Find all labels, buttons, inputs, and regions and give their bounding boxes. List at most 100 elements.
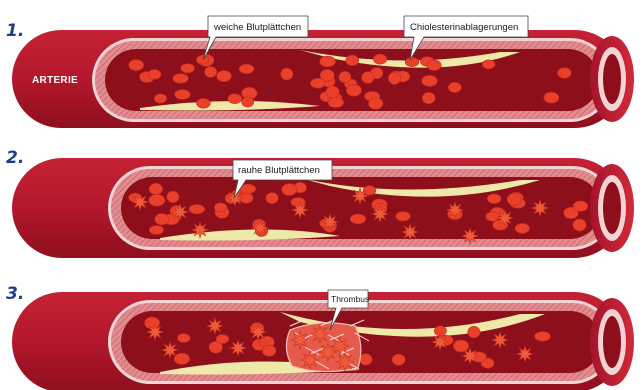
red-blood-cell (262, 345, 276, 356)
rough-platelet (497, 210, 513, 226)
rough-platelet (352, 188, 368, 204)
red-blood-cell (281, 68, 293, 80)
red-blood-cell (242, 97, 254, 107)
rough-platelet (492, 332, 508, 348)
panel-1-number: 1. (6, 21, 24, 41)
rough-platelet (172, 204, 188, 220)
red-blood-cell (145, 317, 160, 329)
red-blood-cell (362, 72, 374, 84)
red-blood-cell (167, 191, 179, 202)
rough-platelet (207, 318, 223, 334)
red-blood-cell (388, 72, 400, 84)
red-blood-cell (535, 332, 551, 342)
red-blood-cell (422, 75, 438, 86)
artery-3 (12, 292, 634, 390)
red-blood-cell (360, 354, 372, 365)
rough-platelet (517, 346, 533, 362)
rough-platelet (402, 224, 418, 240)
callout-text: Chiolesterinablagerungen (410, 22, 518, 33)
red-blood-cell (468, 326, 480, 337)
rough-platelet (336, 353, 354, 371)
red-blood-cell (544, 92, 559, 103)
red-blood-cell (326, 86, 339, 98)
red-blood-cell (209, 341, 222, 353)
red-blood-cell (486, 212, 499, 221)
red-blood-cell (149, 183, 162, 194)
rough-platelet (462, 228, 478, 244)
red-blood-cell (448, 82, 461, 92)
red-blood-cell (149, 225, 163, 234)
rough-platelet (319, 343, 337, 361)
red-blood-cell (205, 67, 217, 78)
red-blood-cell (149, 194, 165, 206)
red-blood-cell (129, 60, 144, 71)
artery-lumen (121, 311, 601, 373)
red-blood-cell (515, 223, 529, 233)
rough-platelet (532, 200, 548, 216)
rough-platelet (462, 348, 478, 364)
rough-platelet (230, 340, 246, 356)
red-blood-cell (320, 70, 334, 82)
callout-text: Thrombus (331, 294, 369, 304)
red-blood-cell (373, 54, 386, 64)
rough-platelet (372, 206, 388, 222)
red-blood-cell (368, 98, 383, 109)
red-blood-cell (346, 84, 361, 96)
panel-3-number: 3. (6, 284, 24, 304)
red-blood-cell (197, 98, 211, 108)
red-blood-cell (196, 55, 208, 64)
red-blood-cell (181, 64, 195, 73)
artery-end-lumen (603, 182, 621, 234)
red-blood-cell (573, 201, 588, 211)
artery-end-lumen (603, 54, 621, 104)
red-blood-cell (320, 56, 336, 67)
callout-text: rauhe Blutplättchen (238, 165, 320, 176)
red-blood-cell (174, 353, 190, 364)
red-blood-cell (173, 74, 189, 84)
rough-platelet (132, 194, 148, 210)
rough-platelet (162, 342, 178, 358)
rough-platelet (252, 220, 268, 236)
panel-3: 3. Thrombus (6, 284, 634, 390)
red-blood-cell (346, 55, 359, 65)
red-blood-cell (154, 94, 166, 103)
red-blood-cell (217, 70, 232, 81)
red-blood-cell (350, 214, 366, 224)
red-blood-cell (482, 60, 495, 69)
artery-1 (12, 30, 634, 128)
rough-platelet (432, 334, 448, 350)
rough-platelet (301, 351, 319, 369)
red-blood-cell (266, 193, 278, 204)
red-blood-cell (339, 71, 351, 82)
red-blood-cell (558, 68, 572, 78)
red-blood-cell (427, 60, 441, 70)
rough-platelet (322, 214, 338, 230)
red-blood-cell (573, 219, 586, 231)
panel-2: 2. rauhe Blutplättchen (6, 148, 634, 258)
rough-platelet (311, 325, 329, 343)
rough-platelet (447, 202, 463, 218)
panel-1: 1. ARTERIE weiche Blutplättchen Chiolest… (6, 16, 634, 128)
red-blood-cell (328, 97, 344, 107)
rough-platelet (292, 202, 308, 218)
red-blood-cell (392, 354, 405, 365)
red-blood-cell (148, 69, 161, 79)
red-blood-cell (396, 212, 411, 221)
red-blood-cell (214, 203, 226, 212)
artery-end-lumen (603, 316, 621, 368)
red-blood-cell (239, 64, 254, 73)
rough-platelet (147, 324, 163, 340)
red-blood-cell (487, 194, 501, 204)
red-blood-cell (228, 94, 242, 104)
rough-platelet (192, 222, 208, 238)
red-blood-cell (177, 334, 190, 343)
red-blood-cell (507, 193, 521, 205)
rough-platelet (250, 324, 266, 340)
red-blood-cell (189, 205, 205, 214)
red-blood-cell (453, 340, 468, 352)
panel-2-number: 2. (6, 148, 24, 168)
red-blood-cell (175, 90, 191, 100)
red-blood-cell (405, 57, 419, 66)
callout-text: weiche Blutplättchen (213, 22, 301, 33)
